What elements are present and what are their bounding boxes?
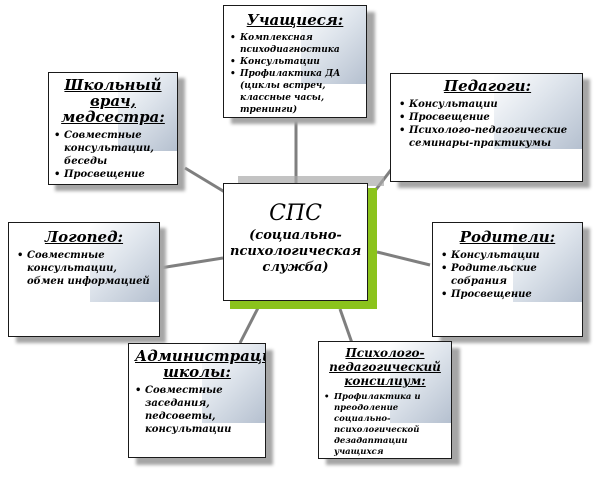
center-box-accent-bottom xyxy=(230,300,377,309)
teachers-title: Педагоги: xyxy=(443,77,532,95)
list-item: Родительские собрания xyxy=(441,262,574,288)
connector-parents xyxy=(376,250,431,267)
speech-list: Совместные консультации, обмен информаци… xyxy=(17,249,151,288)
list-item: Профилактика и преодоление социально-пси… xyxy=(324,392,446,458)
list-item: Просвещение xyxy=(54,168,172,181)
list-item: Комплексная психодиагностика xyxy=(230,32,360,56)
admin-title: Администрация школы: xyxy=(135,347,265,381)
admin-box: Администрация школы: Совместные заседани… xyxy=(128,343,266,458)
list-item: Консультации xyxy=(230,56,360,68)
list-item: Просвещение xyxy=(399,111,576,124)
list-item: Совместные консультации, обмен информаци… xyxy=(17,249,151,288)
students-box: Учащиеся: Комплексная психодиагностика К… xyxy=(223,5,367,118)
teachers-box: Педагоги: Консультации Просвещение Психо… xyxy=(390,73,583,182)
list-item: Консультации xyxy=(399,98,576,111)
center-abbreviation: СПС xyxy=(269,201,322,226)
list-item: Профилактика ДА (циклы встреч, классные … xyxy=(230,68,360,116)
center-full-name: (социально-психологическая служба) xyxy=(230,228,362,275)
doctor-box: Школьный врач, медсестра: Совместные кон… xyxy=(48,72,178,185)
parents-title: Родители: xyxy=(459,228,556,246)
speech-box: Логопед: Совместные консультации, обмен … xyxy=(8,222,160,337)
council-box: Психолого-педагогический консилиум: Проф… xyxy=(318,341,452,459)
center-box-shadow xyxy=(238,176,384,186)
teachers-list: Консультации Просвещение Психолого-педаг… xyxy=(399,98,576,150)
center-box: СПС (социально-психологическая служба) xyxy=(223,183,368,301)
admin-list: Совместные заседания, педсоветы, консуль… xyxy=(135,384,259,436)
list-item: Просвещение xyxy=(441,288,574,301)
students-list: Комплексная психодиагностика Консультаци… xyxy=(230,32,360,116)
parents-box: Родители: Консультации Родительские собр… xyxy=(432,222,583,337)
council-list: Профилактика и преодоление социально-пси… xyxy=(324,392,446,458)
students-title: Учащиеся: xyxy=(246,11,344,29)
speech-title: Логопед: xyxy=(44,228,124,246)
doctor-title: Школьный врач, медсестра: xyxy=(61,76,165,126)
parents-list: Консультации Родительские собрания Просв… xyxy=(441,249,574,301)
doctor-list: Совместные консультации, беседы Просвеще… xyxy=(54,129,172,181)
list-item: Психолого-педагогические семинары-практи… xyxy=(399,124,576,150)
list-item: Совместные консультации, беседы xyxy=(54,129,172,168)
connector-speech xyxy=(159,256,224,270)
list-item: Совместные заседания, педсоветы, консуль… xyxy=(135,384,259,436)
list-item: Консультации xyxy=(441,249,574,262)
connector-council xyxy=(338,308,354,344)
council-title: Психолого-педагогический консилиум: xyxy=(329,346,441,388)
connector-admin xyxy=(238,307,260,344)
